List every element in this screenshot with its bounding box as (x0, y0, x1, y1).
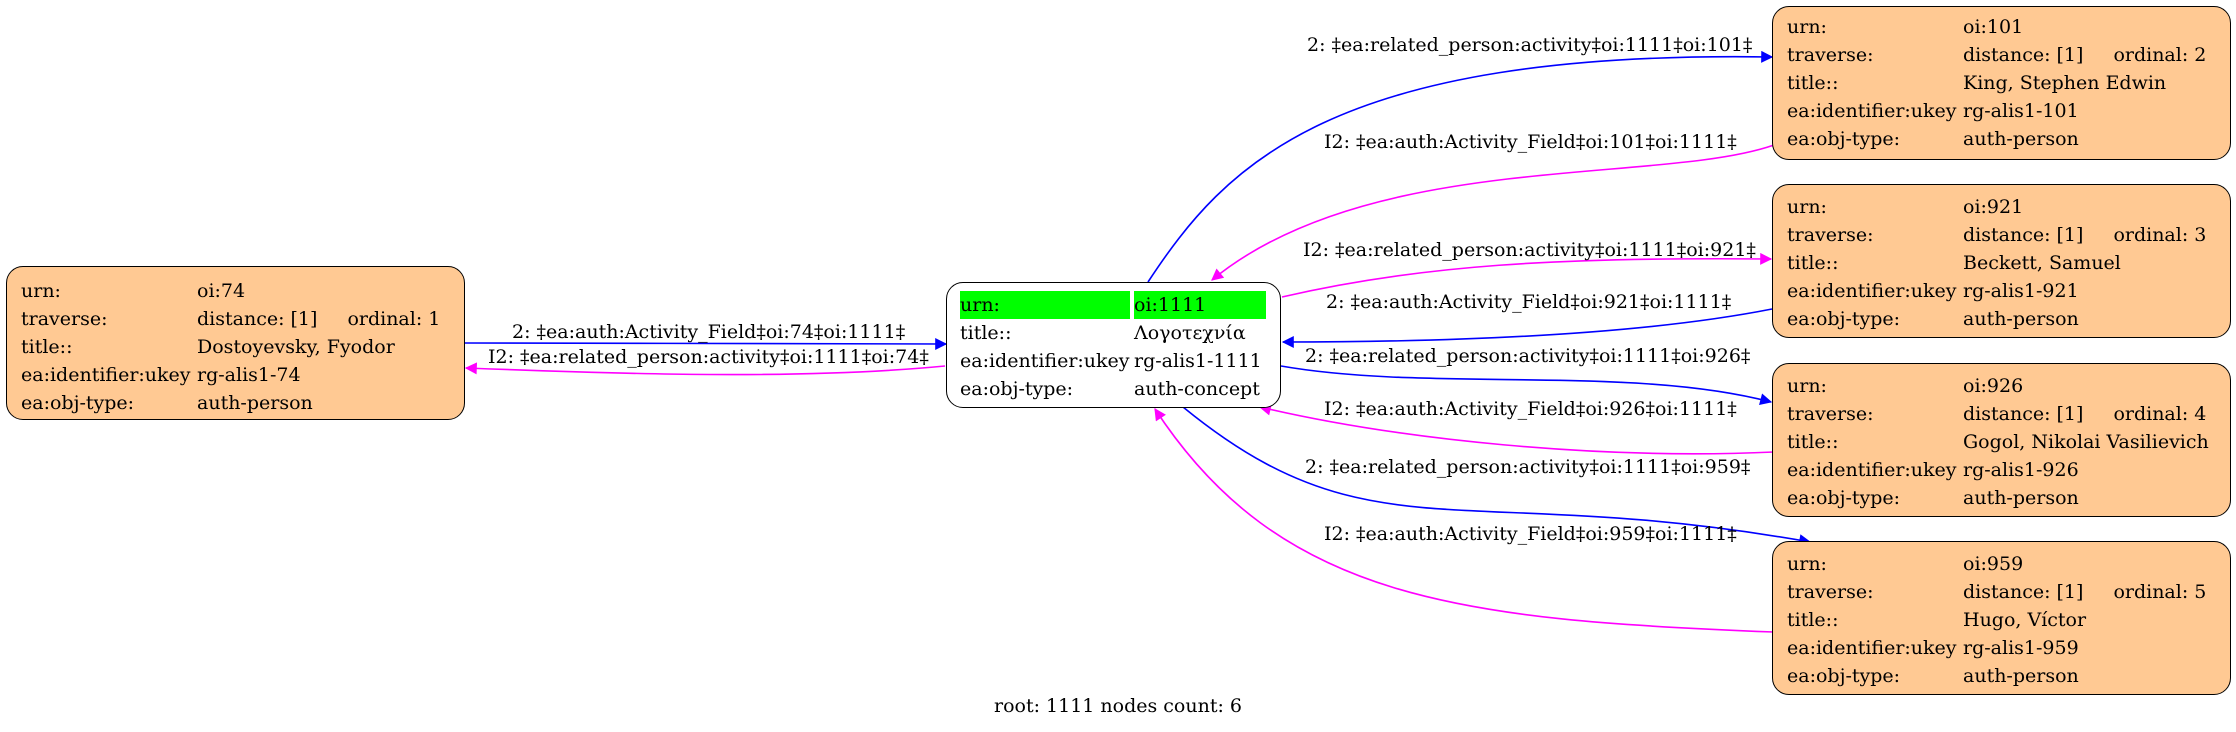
edge-label-1111-959: 2: ‡ea:related_person:activity‡oi:1111‡o… (1305, 456, 1750, 478)
edge-74-to-1111 (463, 337, 948, 350)
edge-label-926-1111: I2: ‡ea:auth:Activity_Field‡oi:926‡oi:11… (1324, 398, 1737, 420)
node-row-urn: urn:oi:959 (1787, 550, 2230, 578)
node-row-urn: urn:oi:74 (21, 277, 464, 305)
node-distance: distance: [1] (197, 308, 318, 330)
node-objtype: auth-person (1963, 487, 2079, 509)
node-row-title: title::Gogol, Nikolai Vasilievich (1787, 428, 2230, 456)
node-row-objtype: ea:obj-type:auth-person (1787, 305, 2230, 333)
node-ukey: rg-alis1-921 (1963, 280, 2079, 302)
node-ukey: rg-alis1-959 (1963, 637, 2079, 659)
node-distance: distance: [1] (1963, 224, 2084, 246)
node-distance: distance: [1] (1963, 44, 2084, 66)
node-objtype: auth-person (1963, 128, 2079, 150)
node-distance: distance: [1] (1963, 581, 2084, 603)
edge-label-959-1111: I2: ‡ea:auth:Activity_Field‡oi:959‡oi:11… (1324, 523, 1737, 545)
node-title: Dostoyevsky, Fyodor (197, 336, 395, 358)
edge-label-101-1111: I2: ‡ea:auth:Activity_Field‡oi:101‡oi:11… (1324, 131, 1737, 153)
node-urn: oi:1111 (1134, 291, 1266, 319)
node-row-title: title::Λογοτεχνία (960, 319, 1280, 347)
edge-1111-to-74 (464, 362, 946, 376)
node-row-traverse: traverse:distance: [1]ordinal: 3 (1787, 221, 2230, 249)
node-oi-101[interactable]: urn:oi:101 traverse:distance: [1]ordinal… (1772, 6, 2231, 160)
node-ordinal: ordinal: 4 (2113, 403, 2207, 425)
node-objtype: auth-person (197, 392, 313, 414)
edge-label-1111-921: I2: ‡ea:related_person:activity‡oi:1111‡… (1303, 239, 1756, 261)
node-row-traverse: traverse:distance: [1]ordinal: 5 (1787, 578, 2230, 606)
node-row-title: title::King, Stephen Edwin (1787, 69, 2230, 97)
edge-label-1111-926: 2: ‡ea:related_person:activity‡oi:1111‡o… (1305, 345, 1750, 367)
node-urn: oi:101 (1963, 16, 2024, 38)
node-ordinal: ordinal: 2 (2113, 44, 2207, 66)
graph-caption: root: 1111 nodes count: 6 (993, 695, 1243, 717)
node-row-objtype: ea:obj-type:auth-concept (960, 375, 1280, 403)
edge-label-1111-74: I2: ‡ea:related_person:activity‡oi:1111‡… (488, 346, 929, 368)
edge-1111-to-921 (1281, 252, 1773, 298)
node-ordinal: ordinal: 1 (347, 308, 441, 330)
node-urn: oi:926 (1963, 375, 2024, 397)
node-row-objtype: ea:obj-type:auth-person (21, 389, 464, 417)
edge-label-74-1111: 2: ‡ea:auth:Activity_Field‡oi:74‡oi:1111… (512, 321, 905, 343)
node-oi-921[interactable]: urn:oi:921 traverse:distance: [1]ordinal… (1772, 184, 2231, 338)
edge-1111-to-959 (1182, 406, 1812, 547)
node-row-objtype: ea:obj-type:auth-person (1787, 662, 2230, 690)
edge-101-to-1111 (1211, 144, 1775, 281)
node-row-urn: urn:oi:926 (1787, 372, 2230, 400)
node-ordinal: ordinal: 5 (2113, 581, 2207, 603)
edge-1111-to-926 (1280, 365, 1773, 406)
node-title: Hugo, Víctor (1963, 609, 2087, 631)
node-objtype: auth-concept (1134, 378, 1260, 400)
node-title: Gogol, Nikolai Vasilievich (1963, 431, 2209, 453)
node-oi-926[interactable]: urn:oi:926 traverse:distance: [1]ordinal… (1772, 363, 2231, 517)
node-row-title: title::Dostoyevsky, Fyodor (21, 333, 464, 361)
node-ukey: rg-alis1-74 (197, 364, 301, 386)
node-ukey: rg-alis1-101 (1963, 100, 2079, 122)
node-oi-74[interactable]: urn:oi:74 traverse:distance: [1]ordinal:… (6, 266, 465, 420)
edge-1111-to-101 (1147, 50, 1774, 283)
node-urn: oi:921 (1963, 196, 2024, 218)
node-row-title: title::Beckett, Samuel (1787, 249, 2230, 277)
edge-label-1111-101: 2: ‡ea:related_person:activity‡oi:1111‡o… (1307, 34, 1752, 56)
node-distance: distance: [1] (1963, 403, 2084, 425)
node-title: Λογοτεχνία (1134, 322, 1246, 344)
node-title: Beckett, Samuel (1963, 252, 2121, 274)
node-row-title: title::Hugo, Víctor (1787, 606, 2230, 634)
node-urn: oi:74 (197, 280, 246, 302)
node-row-traverse: traverse:distance: [1]ordinal: 1 (21, 305, 464, 333)
node-objtype: auth-person (1963, 308, 2079, 330)
node-row-urn: urn:oi:921 (1787, 193, 2230, 221)
root-node-oi-1111[interactable]: urn:oi:1111 title::Λογοτεχνία ea:identif… (946, 282, 1281, 408)
edge-959-to-1111 (1154, 407, 1775, 633)
edge-926-to-1111 (1258, 403, 1775, 455)
node-oi-959[interactable]: urn:oi:959 traverse:distance: [1]ordinal… (1772, 541, 2231, 695)
node-ordinal: ordinal: 3 (2113, 224, 2207, 246)
node-row-urn: urn:oi:101 (1787, 13, 2230, 41)
node-objtype: auth-person (1963, 665, 2079, 687)
node-row-objtype: ea:obj-type:auth-person (1787, 125, 2230, 153)
node-ukey: rg-alis1-1111 (1134, 350, 1262, 372)
node-urn: oi:959 (1963, 553, 2024, 575)
edge-label-921-1111: 2: ‡ea:auth:Activity_Field‡oi:921‡oi:111… (1326, 291, 1731, 313)
node-row-urn: urn:oi:1111 (960, 291, 1280, 319)
node-row-objtype: ea:obj-type:auth-person (1787, 484, 2230, 512)
edge-921-to-1111 (1281, 308, 1773, 348)
node-row-traverse: traverse:distance: [1]ordinal: 4 (1787, 400, 2230, 428)
node-title: King, Stephen Edwin (1963, 72, 2167, 94)
node-ukey: rg-alis1-926 (1963, 459, 2079, 481)
node-row-traverse: traverse:distance: [1]ordinal: 2 (1787, 41, 2230, 69)
